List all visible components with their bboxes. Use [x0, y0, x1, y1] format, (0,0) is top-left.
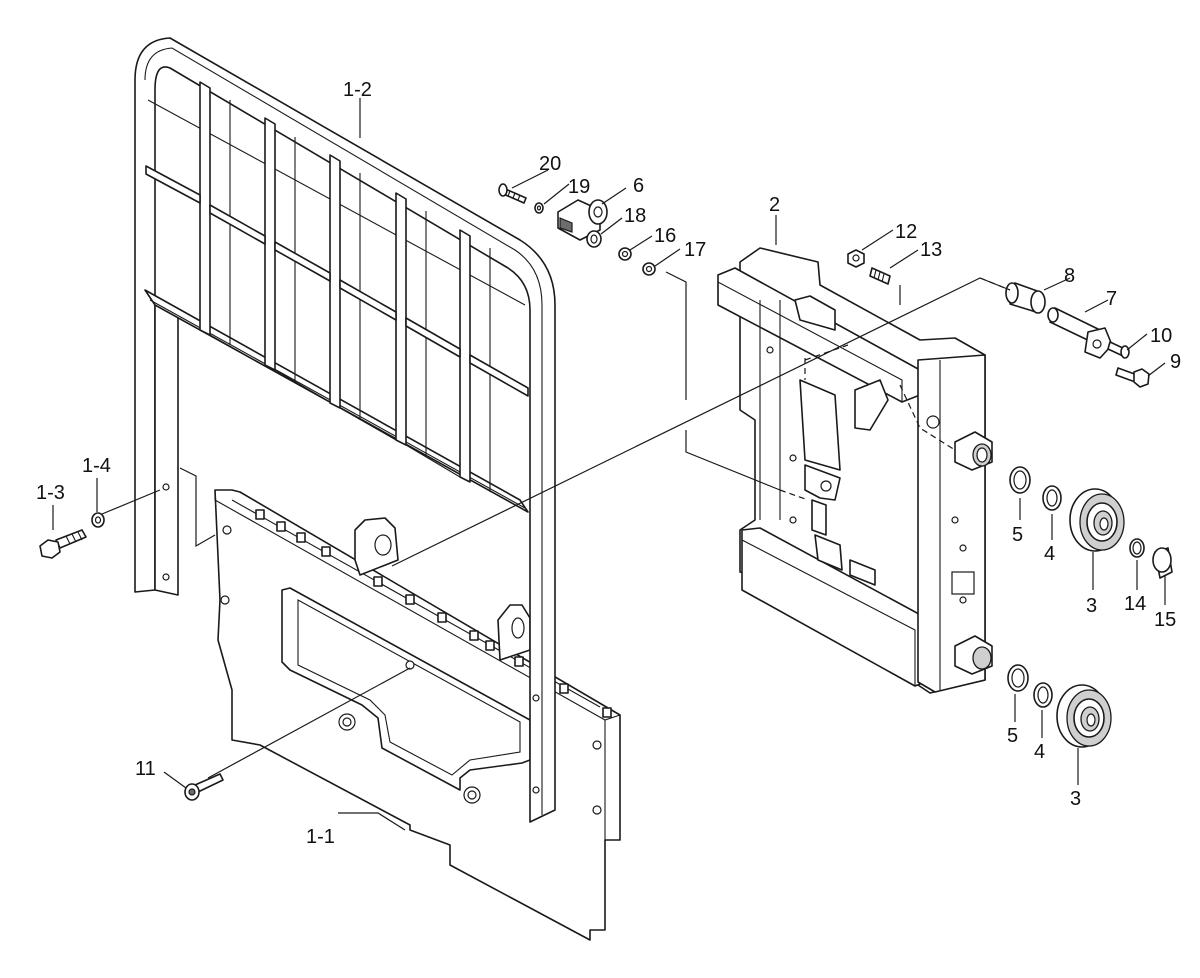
shim-5-lower	[1007, 664, 1029, 692]
side-shift-frame-2	[717, 247, 993, 694]
assembly-lines	[101, 271, 1011, 779]
callout-11: 11	[135, 758, 156, 780]
callout-12: 12	[895, 221, 917, 243]
callout-17: 17	[684, 239, 706, 261]
callout-3-lower: 3	[1070, 788, 1081, 810]
pin-7	[1047, 307, 1113, 359]
roller-3-upper	[1069, 488, 1125, 552]
callout-15: 15	[1154, 609, 1176, 631]
shim-5-upper	[1009, 466, 1031, 494]
cap-15	[1152, 547, 1173, 579]
stopper-6	[557, 199, 608, 241]
snap-ring-14	[1129, 538, 1145, 558]
callout-1-3: 1-3	[36, 482, 65, 504]
backrest-vertical-slats	[199, 81, 491, 492]
shim-4-lower	[1033, 682, 1053, 708]
bolt-1-3	[39, 529, 87, 559]
callout-13: 13	[920, 239, 942, 261]
callout-2: 2	[769, 194, 780, 216]
screw-10	[1107, 341, 1130, 359]
backrest-horizontal-rods	[145, 165, 529, 397]
callout-labels: 1-2 1-1 1-3 1-4 2 20 19 6 18 16 17 12 13…	[36, 79, 1181, 848]
bushing-8	[1005, 282, 1046, 314]
callout-3-upper: 3	[1086, 595, 1097, 617]
washer-18	[586, 230, 602, 248]
bolt-9	[1115, 367, 1150, 388]
callout-20: 20	[539, 153, 561, 175]
callout-16: 16	[654, 225, 676, 247]
nut-12	[847, 249, 865, 268]
callout-7: 7	[1106, 288, 1117, 310]
callout-5-upper: 5	[1012, 524, 1023, 546]
callout-14: 14	[1124, 593, 1146, 615]
callout-leaders	[52, 98, 1166, 831]
callout-1-4: 1-4	[82, 455, 111, 477]
callout-10: 10	[1150, 325, 1172, 347]
callout-4-lower: 4	[1034, 741, 1045, 763]
roller-3-lower	[1056, 684, 1112, 748]
bolt-11	[184, 773, 224, 801]
washer-19	[534, 202, 544, 214]
set-screw-13	[869, 267, 891, 285]
callout-5-lower: 5	[1007, 725, 1018, 747]
carriage-top-notches	[255, 509, 612, 718]
callout-1-1: 1-1	[306, 826, 335, 848]
carriage-plate-1-1	[214, 489, 621, 941]
callout-1-2: 1-2	[343, 79, 372, 101]
callout-9: 9	[1170, 351, 1181, 373]
shim-4-upper	[1042, 485, 1062, 511]
bolt-20	[498, 183, 527, 204]
callout-18: 18	[624, 205, 646, 227]
callout-19: 19	[568, 176, 590, 198]
washer-1-4	[91, 512, 105, 528]
callout-6: 6	[633, 175, 644, 197]
washer-17	[642, 262, 656, 276]
callout-4-upper: 4	[1044, 543, 1055, 565]
load-backrest-1-2	[134, 37, 556, 823]
callout-8: 8	[1064, 265, 1075, 287]
washer-16	[618, 247, 632, 261]
